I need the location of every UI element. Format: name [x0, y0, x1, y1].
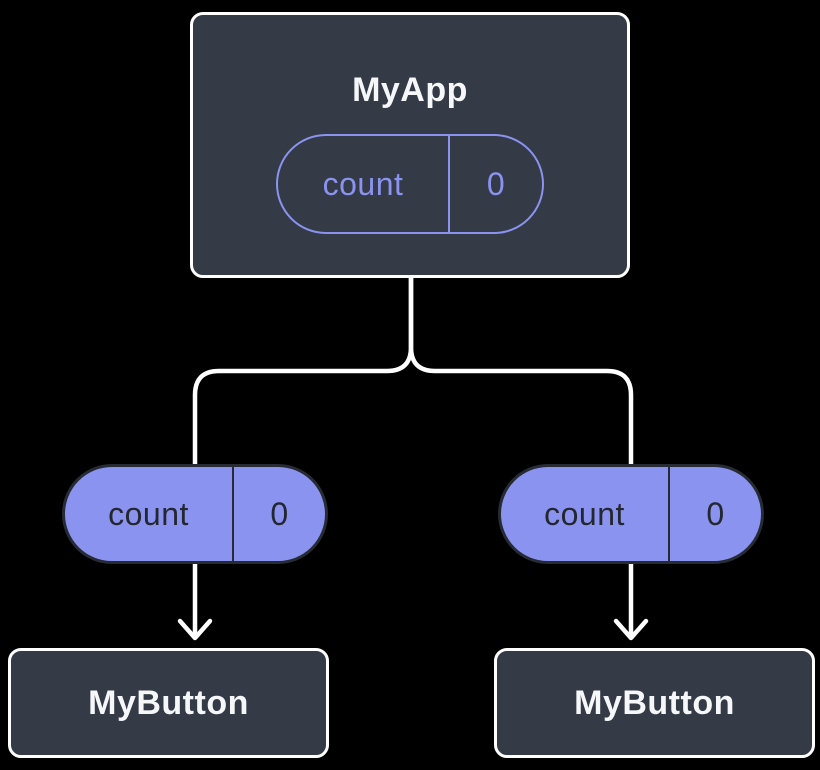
prop-value-left: 0 — [270, 495, 289, 532]
arrow-head-right — [613, 618, 649, 641]
prop-value-right: 0 — [706, 495, 725, 532]
child-component-title-left: MyButton — [88, 684, 249, 722]
state-value: 0 — [486, 165, 506, 202]
prop-name-right: count — [501, 467, 670, 561]
fork-line-left — [192, 271, 414, 469]
child-component-node-left: MyButton — [8, 648, 329, 758]
child-component-node-right: MyButton — [494, 648, 815, 758]
prop-pill-right: count 0 — [498, 464, 764, 564]
fork-line-right — [408, 271, 634, 469]
arrow-head-left — [177, 618, 213, 641]
child-component-title-right: MyButton — [574, 684, 735, 722]
root-component-node: MyApp count 0 — [190, 12, 630, 278]
prop-pill-left: count 0 — [62, 464, 328, 564]
prop-name-left: count — [65, 467, 234, 561]
root-component-title: MyApp — [352, 71, 468, 109]
state-pill: count 0 — [276, 134, 544, 234]
state-name: count — [278, 136, 450, 232]
